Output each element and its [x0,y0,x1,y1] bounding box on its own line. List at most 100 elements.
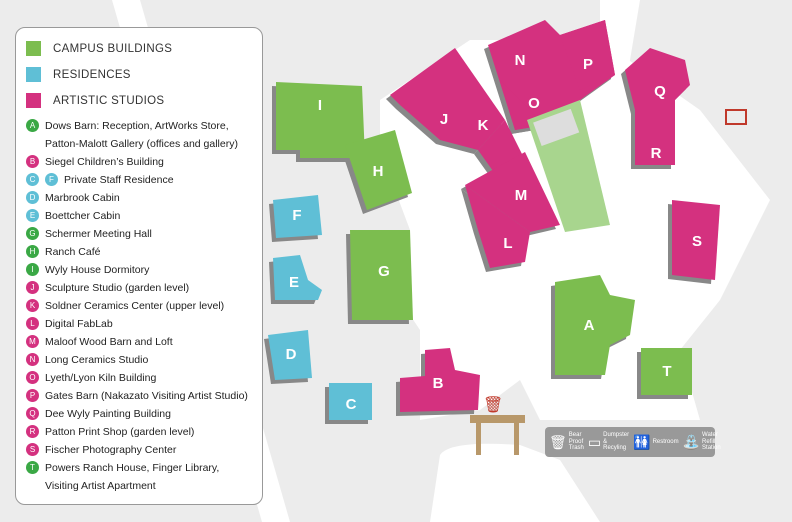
building-i[interactable] [276,82,365,158]
legend-marker: M [26,335,39,348]
category-label: RESIDENCES [53,68,131,81]
building-j[interactable] [390,48,505,150]
legend-item-label: Boettcher Cabin [45,210,121,222]
legend-item-label-2: Patton-Malott Gallery (offices and galle… [45,138,238,150]
legend-item-label: Patton Print Shop (garden level) [45,426,195,438]
legend: CAMPUS BUILDINGS RESIDENCES ARTISTIC STUDI… [15,27,263,505]
legend-item-label: Dee Wyly Painting Building [45,408,171,420]
legend-item-label: Lyeth/Lyon Kiln Building [45,372,157,384]
legend-marker: J [26,281,39,294]
legend-item-label: Schermer Meeting Hall [45,228,152,240]
legend-marker: C [26,173,39,186]
category-label: CAMPUS BUILDINGS [53,42,173,55]
legend-item-label: Marbrook Cabin [45,192,120,204]
building-label-i: I [318,97,322,114]
building-label-k: K [478,117,489,134]
building-f[interactable] [273,195,322,238]
legend-item: R Patton Print Shop (garden level) [26,425,194,441]
legend-item: M Maloof Wood Barn and Loft [26,335,173,351]
legend-item-label: Siegel Children’s Building [45,156,164,168]
water-label: Water Refill Station [702,432,721,452]
legend-item-label: Fischer Photography Center [45,444,177,456]
building-r[interactable] [635,110,675,165]
water-refill-icon: ⛲ [682,433,701,450]
legend-item-label: Wyly House Dormitory [45,264,150,276]
building-g[interactable] [350,230,413,320]
legend-marker: P [26,389,39,402]
legend-item-label: Maloof Wood Barn and Loft [45,336,173,348]
dumpster-icon: ▭ [587,433,602,450]
building-a[interactable] [555,275,635,375]
building-label-g: G [378,263,390,280]
restroom-icon: 🚻 [633,433,651,450]
bear-proof-trash-icon: 🗑 [483,396,503,414]
building-label-m: M [515,187,528,204]
legend-item-label: Digital FabLab [45,318,113,330]
building-label-h: H [373,163,384,180]
building-m[interactable] [465,152,560,232]
building-d[interactable] [268,330,312,380]
legend-marker: R [26,425,39,438]
category-swatch [26,41,41,56]
dumpster-label: Dumpster & Recyling [603,432,630,452]
building-t[interactable] [641,348,692,395]
legend-marker: N [26,353,39,366]
legend-item: N Long Ceramics Studio [26,353,148,369]
legend-marker: F [45,173,58,186]
legend-marker: S [26,443,39,456]
dumpster-icon [725,109,747,125]
legend-item-label: Soldner Ceramics Center (upper level) [45,300,225,312]
legend-marker: H [26,245,39,258]
legend-category: ARTISTIC STUDIOS [26,93,164,108]
building-label-q: Q [654,83,666,100]
building-label-n: N [515,52,526,69]
building-l[interactable] [465,185,530,268]
building-p[interactable] [560,20,615,90]
legend-item-label: Powers Ranch House, Finger Library, [45,462,220,474]
gate [470,415,525,423]
building-label-j: J [440,111,448,128]
category-swatch [26,93,41,108]
legend-item-label: Dows Barn: Reception, ArtWorks Store, [45,120,229,132]
building-label-a: A [584,317,595,334]
courtyard [533,108,580,147]
legend-item: A Dows Barn: Reception, ArtWorks Store, Pa… [26,119,238,153]
legend-item: P Gates Barn (Nakazato Visiting Artist St… [26,389,248,405]
building-s[interactable] [672,200,720,280]
building-label-l: L [503,235,512,252]
trash-label: Bear Proof Trash [568,432,584,452]
building-label-e: E [289,274,299,291]
building-h[interactable] [345,130,412,210]
legend-marker: A [26,119,39,132]
legend-item-label: Sculpture Studio (garden level) [45,282,190,294]
building-label-o: O [528,95,540,112]
legend-marker: E [26,209,39,222]
legend-item-label: Long Ceramics Studio [45,354,149,366]
legend-item-label: Private Staff Residence [64,174,174,186]
category-label: ARTISTIC STUDIOS [53,94,165,107]
legend-item: S Fischer Photography Center [26,443,176,459]
legend-item: K Soldner Ceramics Center (upper level) [26,299,224,315]
legend-item: G Schermer Meeting Hall [26,227,152,243]
legend-marker: L [26,317,39,330]
legend-marker: G [26,227,39,240]
restroom-label: Restroom [652,438,679,445]
legend-marker: K [26,299,39,312]
legend-marker: O [26,371,39,384]
map-key: 🗑Bear Proof Trash ▭Dumpster & Recyling 🚻… [545,427,721,457]
legend-marker: B [26,155,39,168]
legend-item: B Siegel Children’s Building [26,155,164,171]
building-label-b: B [433,375,444,392]
building-b[interactable] [400,348,480,412]
legend-item-label: Gates Barn (Nakazato Visiting Artist Stu… [45,390,248,402]
building-e[interactable] [273,255,322,300]
building-label-r: R [651,145,662,162]
legend-item: E Boettcher Cabin [26,209,120,225]
legend-item: L Digital FabLab [26,317,113,333]
building-c[interactable] [329,383,372,420]
